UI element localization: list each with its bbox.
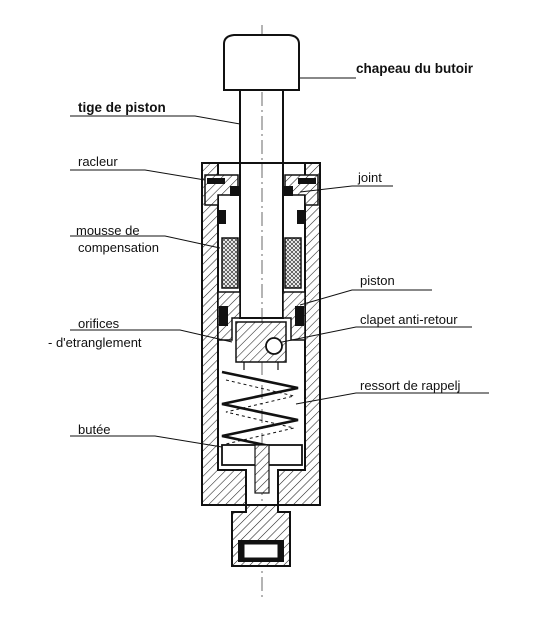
leader-clapet xyxy=(281,326,472,343)
label-chapeau-du-butoir: chapeau du butoir xyxy=(356,61,474,76)
label-orifices: orifices xyxy=(78,316,120,331)
leader-mousse xyxy=(70,235,221,249)
label-butee: butée xyxy=(78,422,111,437)
leader-piston xyxy=(299,289,432,306)
compensation-foam xyxy=(221,237,302,289)
lower-fitting xyxy=(231,504,291,567)
return-spring xyxy=(221,370,299,454)
leader-orifices xyxy=(70,329,233,343)
label-ressort-de-rappel: ressort de rappelj xyxy=(360,378,461,393)
piston-head xyxy=(217,291,306,341)
check-valve xyxy=(235,321,287,370)
label-joint: joint xyxy=(358,170,382,185)
label-d-etranglement: - d'etranglement xyxy=(48,335,142,350)
label-racleur: racleur xyxy=(78,154,118,169)
label-compensation: compensation xyxy=(78,240,159,255)
leader-lines xyxy=(70,77,489,448)
gland xyxy=(204,174,319,206)
end-stop xyxy=(221,444,303,494)
label-mousse-de: mousse de xyxy=(76,223,140,238)
leader-joint xyxy=(299,185,393,193)
leader-butee xyxy=(70,435,223,448)
piston-rod xyxy=(239,89,284,319)
label-clapet-anti-retour: clapet anti-retour xyxy=(360,312,458,327)
label-tige-de-piston: tige de piston xyxy=(78,100,166,115)
upper-seals xyxy=(218,210,305,224)
label-piston: piston xyxy=(360,273,395,288)
leader-ressort xyxy=(295,392,489,405)
bumper-cap xyxy=(223,34,300,91)
leader-tige xyxy=(70,115,241,125)
leader-racleur xyxy=(70,169,206,181)
